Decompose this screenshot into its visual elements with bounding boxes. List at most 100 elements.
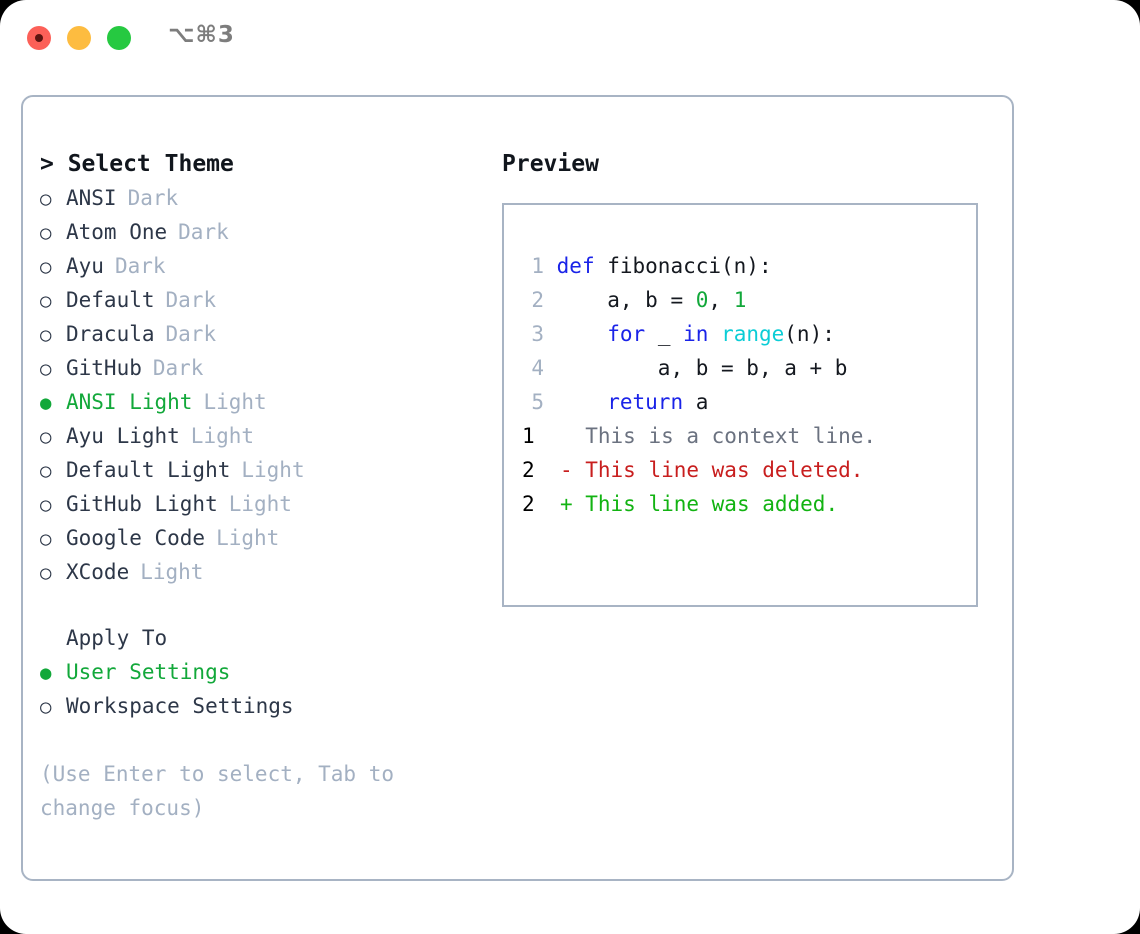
diff-sample: 1 This is a context line.2 - This line w…: [522, 419, 876, 521]
radio-unselected-icon[interactable]: ○: [40, 290, 52, 312]
theme-name: GitHub: [66, 356, 142, 380]
theme-variant-tag: Light: [203, 390, 267, 414]
theme-option-atom-one[interactable]: ○ Atom One Dark: [40, 215, 490, 249]
theme-name: Default: [66, 288, 155, 312]
radio-unselected-icon[interactable]: ○: [40, 324, 52, 346]
radio-selected-icon[interactable]: ●: [40, 662, 52, 684]
close-button[interactable]: [27, 26, 51, 50]
window-controls: [27, 26, 131, 50]
theme-option-default-light[interactable]: ○ Default Light Light: [40, 453, 490, 487]
code-gutter-space: [544, 356, 557, 380]
apply-to-list[interactable]: ● User Settings ○ Workspace Settings: [40, 655, 490, 723]
line-number: 4: [531, 356, 544, 380]
diff-line: 2 - This line was deleted.: [522, 453, 876, 487]
theme-variant-tag: Dark: [114, 254, 166, 278]
theme-variant-tag: Dark: [127, 186, 179, 210]
code-gutter-space: [544, 254, 557, 278]
theme-name: Atom One: [66, 220, 168, 244]
radio-unselected-icon[interactable]: ○: [40, 188, 52, 210]
line-number: 1: [522, 424, 535, 448]
theme-variant-tag: Dark: [152, 356, 204, 380]
page-title: > Select Theme: [40, 151, 234, 177]
title-bar: ⌥⌘3: [0, 0, 1140, 78]
apply-option-label: Workspace Settings: [66, 694, 294, 718]
code-token-kw: for: [607, 322, 646, 346]
theme-name: ANSI: [66, 186, 117, 210]
radio-unselected-icon[interactable]: ○: [40, 426, 52, 448]
line-number: 2: [531, 288, 544, 312]
code-line: 2 a, b = 0, 1: [522, 283, 847, 317]
minimize-button[interactable]: [67, 26, 91, 50]
radio-selected-icon[interactable]: ●: [40, 392, 52, 414]
theme-variant-tag: Light: [228, 492, 292, 516]
line-number: 2: [522, 458, 535, 482]
apply-option-user-settings[interactable]: ● User Settings: [40, 655, 490, 689]
radio-unselected-icon[interactable]: ○: [40, 562, 52, 584]
line-number: 1: [531, 254, 544, 278]
theme-option-ansi-light[interactable]: ● ANSI Light Light: [40, 385, 490, 419]
radio-unselected-icon[interactable]: ○: [40, 222, 52, 244]
diff-text-ctx: This is a context line.: [534, 424, 877, 448]
theme-variant-tag: Light: [241, 458, 305, 482]
code-token-plain: _: [645, 322, 684, 346]
code-token-plain: fibonacci(n):: [594, 254, 772, 278]
code-token-kw: def: [556, 254, 595, 278]
code-token-fn: range: [721, 322, 785, 346]
radio-unselected-icon[interactable]: ○: [40, 494, 52, 516]
theme-name: Default Light: [66, 458, 231, 482]
theme-option-xcode[interactable]: ○ XCode Light: [40, 555, 490, 589]
theme-variant-tag: Light: [140, 560, 204, 584]
line-number: 2: [522, 492, 535, 516]
theme-option-github-light[interactable]: ○ GitHub Light Light: [40, 487, 490, 521]
radio-unselected-icon[interactable]: ○: [40, 460, 52, 482]
code-line: 4 a, b = b, a + b: [522, 351, 847, 385]
code-line: 1 def fibonacci(n):: [522, 249, 847, 283]
theme-option-default[interactable]: ○ Default Dark: [40, 283, 490, 317]
theme-variant-tag: Light: [216, 526, 280, 550]
code-gutter-space: [544, 322, 557, 346]
code-token-plain: [557, 390, 608, 414]
radio-unselected-icon[interactable]: ○: [40, 358, 52, 380]
theme-variant-tag: Light: [190, 424, 255, 448]
theme-variant-tag: Dark: [165, 322, 217, 346]
code-token-plain: (n):: [784, 322, 835, 346]
preview-column: Preview 1 def fibonacci(n):2 a, b = 0, 1…: [502, 147, 992, 607]
maximize-button[interactable]: [107, 26, 131, 50]
code-token-plain: a, b =: [556, 288, 696, 312]
diff-line: 1 This is a context line.: [522, 419, 876, 453]
code-token-kw: in: [683, 322, 709, 346]
apply-option-workspace-settings[interactable]: ○ Workspace Settings: [40, 689, 490, 723]
code-token-plain: a, b = b, a + b: [556, 356, 848, 380]
theme-name: GitHub Light: [66, 492, 218, 516]
code-token-num: 0: [695, 288, 709, 312]
theme-variant-tag: Dark: [165, 288, 217, 312]
theme-option-ayu[interactable]: ○ Ayu Dark: [40, 249, 490, 283]
hint-text: (Use Enter to select, Tab to change focu…: [40, 762, 407, 820]
line-number: 3: [531, 322, 544, 346]
code-gutter-space: [544, 288, 557, 312]
theme-name: ANSI Light: [66, 390, 193, 414]
theme-option-github[interactable]: ○ GitHub Dark: [40, 351, 490, 385]
theme-variant-tag: Dark: [178, 220, 229, 244]
radio-unselected-icon[interactable]: ○: [40, 696, 52, 718]
code-token-kw: return: [607, 390, 684, 414]
radio-unselected-icon[interactable]: ○: [40, 528, 52, 550]
code-line: 3 for _ in range(n):: [522, 317, 847, 351]
diff-text-del: - This line was deleted.: [534, 458, 864, 482]
theme-option-ansi[interactable]: ○ ANSI Dark: [40, 181, 490, 215]
line-number: 5: [531, 390, 544, 414]
radio-unselected-icon[interactable]: ○: [40, 256, 52, 278]
theme-name: Ayu: [66, 254, 104, 278]
apply-option-label: User Settings: [66, 660, 231, 684]
theme-name: XCode: [66, 560, 130, 584]
code-gutter-space: [544, 390, 557, 414]
code-token-plain: a: [683, 390, 709, 414]
